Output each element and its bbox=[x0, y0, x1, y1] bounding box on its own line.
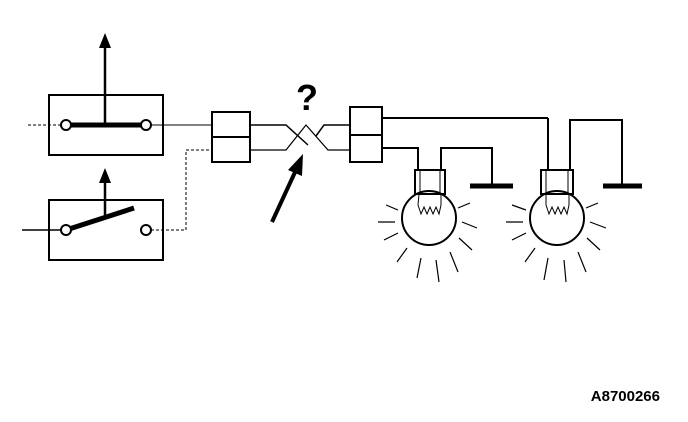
suspect-fuse bbox=[250, 124, 350, 151]
connector-2 bbox=[349, 106, 383, 163]
question-mark: ? bbox=[296, 77, 318, 118]
right-wiring bbox=[382, 117, 623, 185]
lamp-2-icon bbox=[506, 169, 607, 283]
pointer-arrow-icon bbox=[270, 154, 303, 223]
left-wiring bbox=[22, 124, 212, 231]
switch-1 bbox=[48, 33, 164, 156]
switch-2 bbox=[48, 168, 164, 261]
reference-code: A8700266 bbox=[590, 388, 660, 405]
lamp-1-icon bbox=[378, 169, 478, 283]
connector-1 bbox=[211, 111, 251, 163]
